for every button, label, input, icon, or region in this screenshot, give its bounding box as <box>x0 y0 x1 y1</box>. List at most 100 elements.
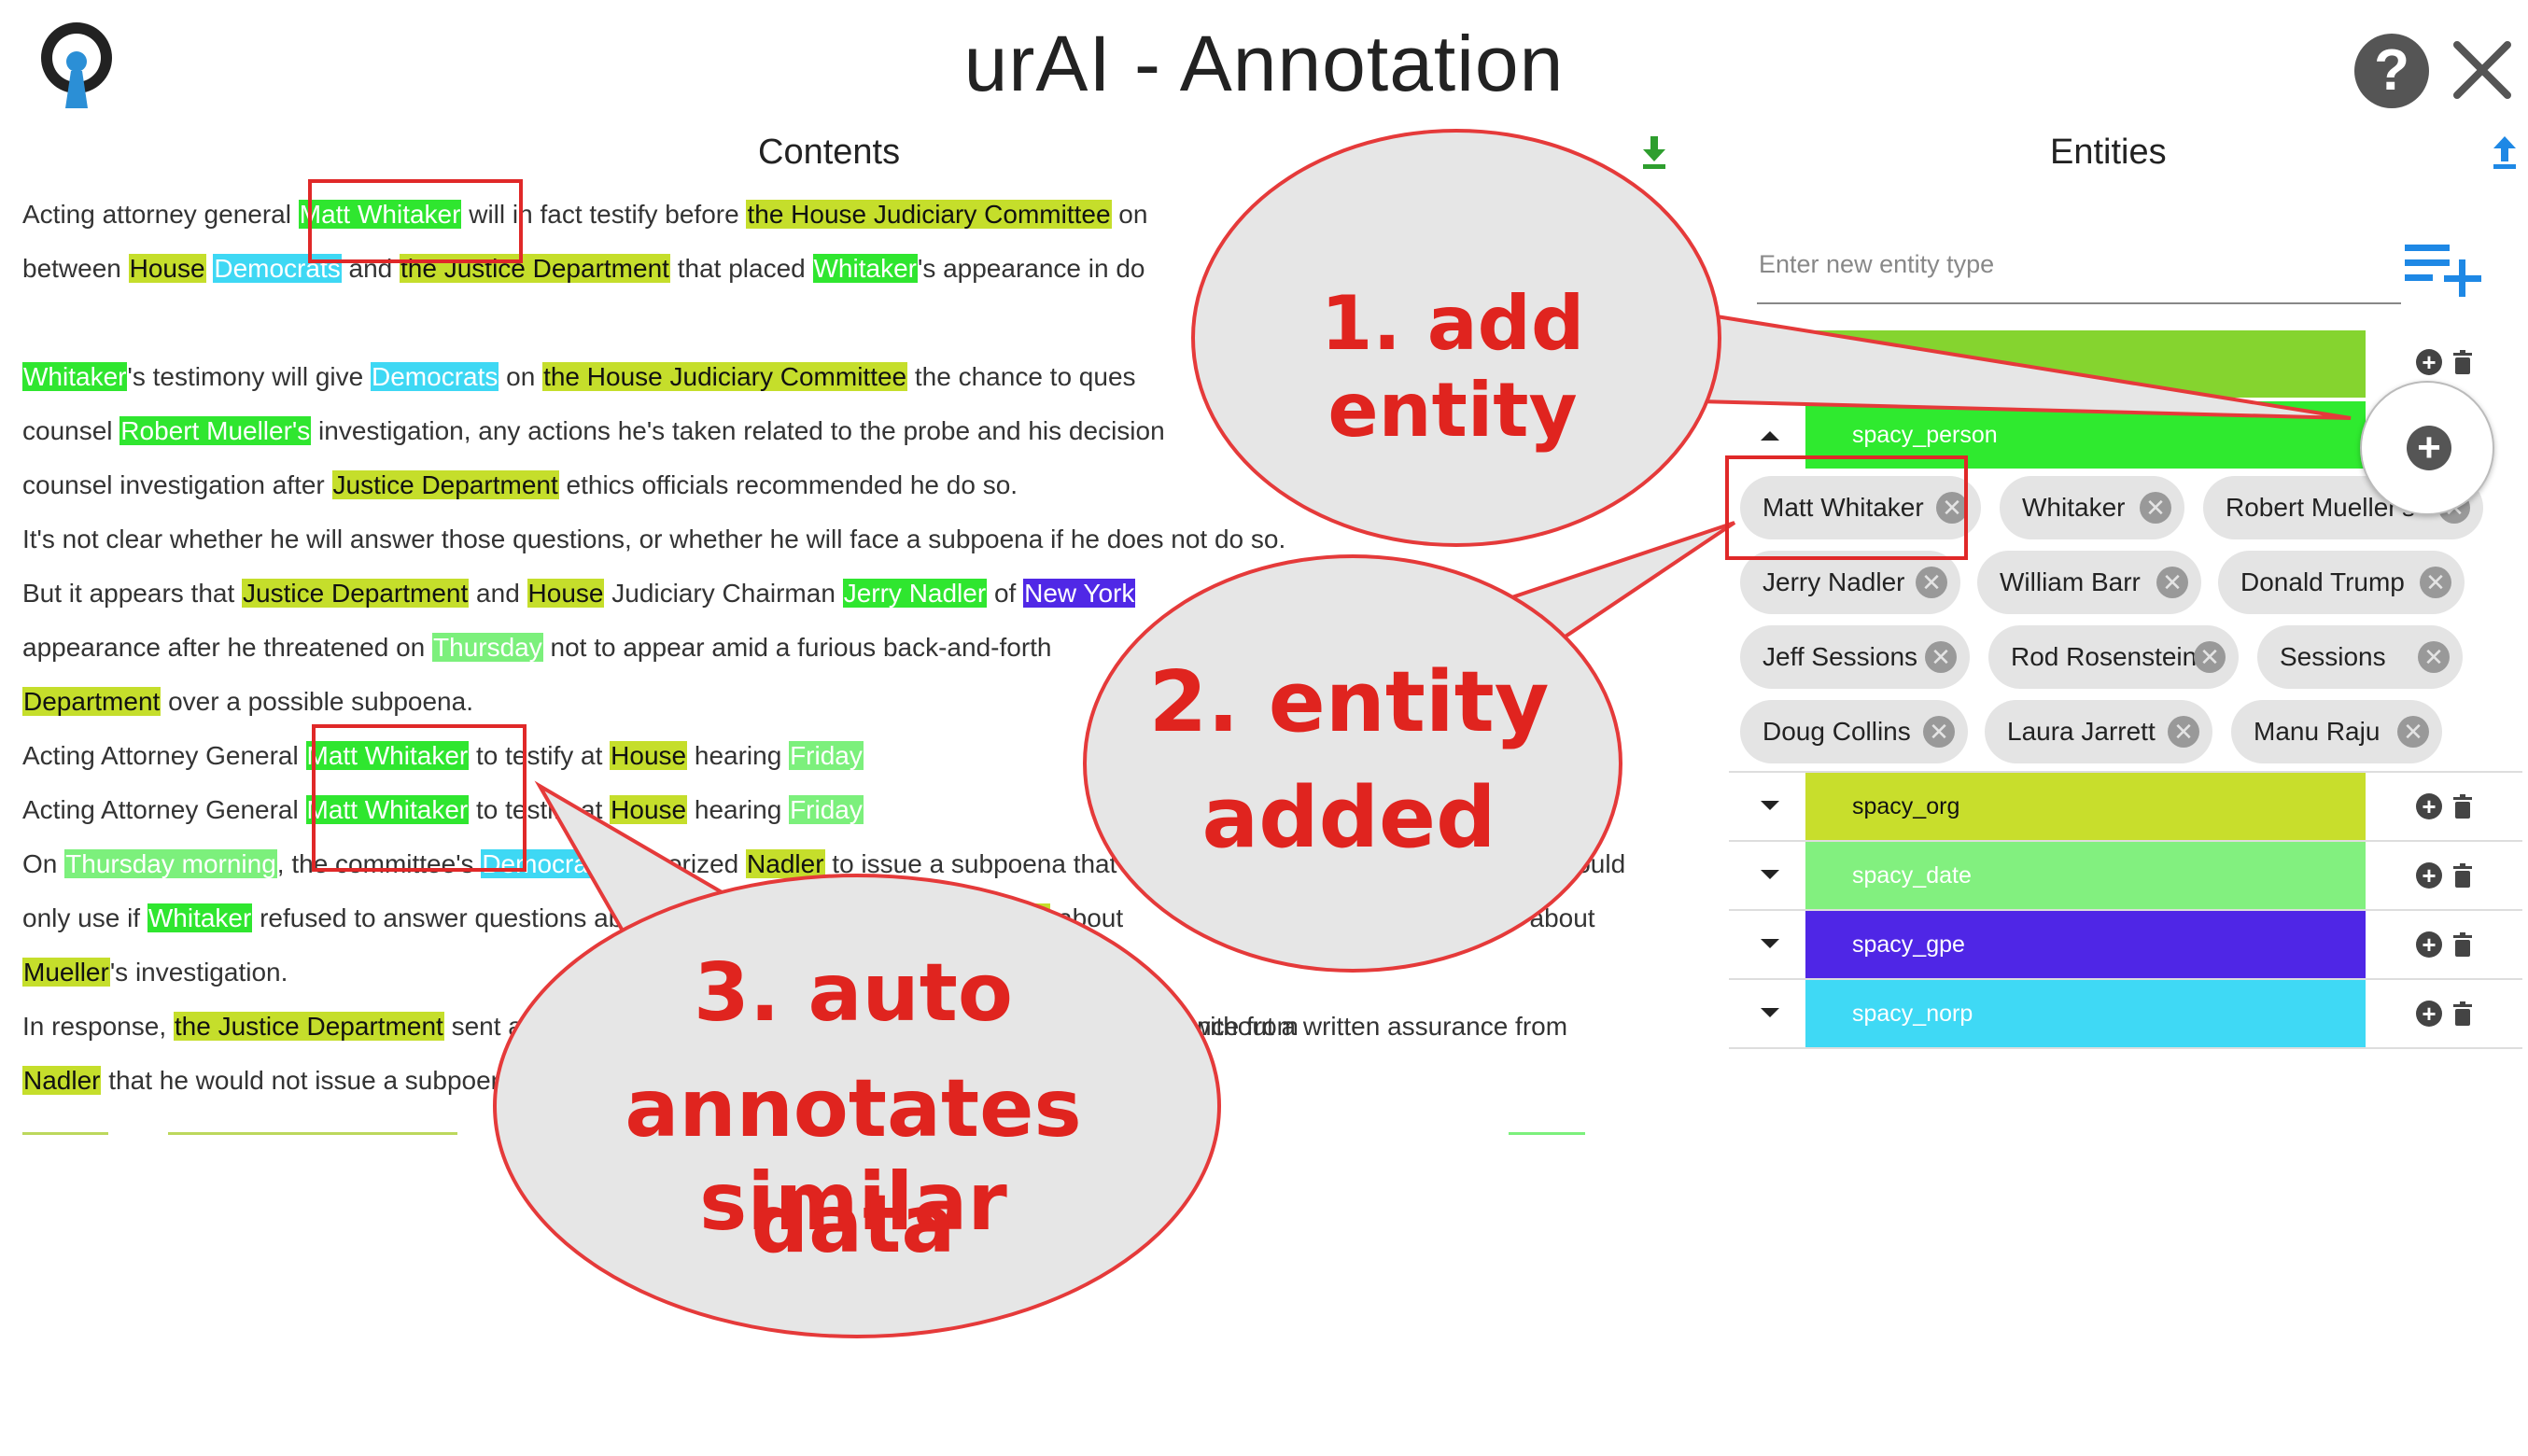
chip-remove-icon[interactable]: ✕ <box>2397 716 2429 748</box>
document-text: only use if <box>22 903 147 932</box>
document-text: appearance after he threatened on <box>22 633 433 662</box>
add-circle-icon[interactable]: + <box>2416 862 2442 889</box>
entity-highlight-org[interactable]: the House Judiciary Committee <box>746 200 1112 229</box>
document-line[interactable]: But it appears that Justice Department a… <box>22 575 1136 612</box>
entity-chip[interactable]: Jerry Nadler✕ <box>1740 551 1960 614</box>
entities-heading: Entities <box>2050 133 2167 172</box>
entity-highlight-org[interactable]: House <box>610 795 688 824</box>
upload-icon[interactable] <box>2491 136 2519 170</box>
chip-remove-icon[interactable]: ✕ <box>2418 641 2450 673</box>
chip-remove-icon[interactable]: ✕ <box>2140 492 2171 524</box>
entity-highlight-date[interactable]: Thursday <box>432 633 543 662</box>
entity-chip[interactable]: Manu Raju✕ <box>2231 700 2442 763</box>
entity-type-bar-spacy-date[interactable]: spacy_date <box>1805 842 2366 909</box>
entity-type-bar-spacy-gpe[interactable]: spacy_gpe <box>1805 911 2366 978</box>
close-icon[interactable] <box>2450 37 2515 103</box>
add-circle-icon[interactable]: + <box>2416 349 2442 375</box>
chip-remove-icon[interactable]: ✕ <box>1925 641 1957 673</box>
entity-highlight-org[interactable]: House <box>610 741 688 770</box>
caret-down-icon[interactable] <box>1757 866 1783 885</box>
document-text: In response, <box>22 1012 174 1041</box>
entity-chip[interactable]: Matt Whitaker✕ <box>1740 476 1981 539</box>
entity-highlight-org[interactable]: Nadler <box>746 849 825 878</box>
document-line[interactable]: It's not clear whether he will answer th… <box>22 521 1285 558</box>
entity-highlight-per[interactable]: Whitaker <box>22 362 128 391</box>
callout-text-3b: annotates similar <box>625 1062 1082 1249</box>
entity-highlight-org[interactable]: the Justice Department <box>173 1012 444 1041</box>
add-circle-icon[interactable]: + <box>2416 931 2442 958</box>
add-entity-type-icon[interactable] <box>2405 239 2483 299</box>
entity-highlight-date[interactable]: Thursday morning <box>64 849 277 878</box>
entity-chip[interactable]: William Barr✕ <box>1977 551 2201 614</box>
add-circle-icon[interactable]: + <box>2416 793 2442 819</box>
trash-icon[interactable] <box>2453 1001 2472 1026</box>
entity-type-bar-new[interactable] <box>1805 330 2366 398</box>
entity-highlight-per[interactable]: Matt Whitaker <box>305 741 470 770</box>
entity-chip[interactable]: Sessions✕ <box>2257 625 2463 689</box>
caret-up-icon[interactable] <box>1757 426 1783 444</box>
entity-chip[interactable]: Whitaker✕ <box>2000 476 2184 539</box>
entity-highlight-org[interactable]: House <box>527 579 605 608</box>
caret-down-icon[interactable] <box>1757 935 1783 954</box>
entity-highlight-gpe[interactable]: New York <box>1023 579 1136 608</box>
document-line[interactable]: Department over a possible subpoena. <box>22 683 473 721</box>
document-line[interactable]: between House Democrats and the Justice … <box>22 250 1145 287</box>
entity-chip[interactable]: Donald Trump✕ <box>2218 551 2465 614</box>
entity-highlight-per[interactable]: Robert Mueller's <box>119 416 312 445</box>
add-circle-icon[interactable]: + <box>2416 1001 2442 1027</box>
document-line[interactable]: Nadler that he would not issue a subpoen… <box>22 1062 527 1099</box>
entity-highlight-org[interactable]: Mueller <box>22 958 110 987</box>
trash-icon[interactable] <box>2453 863 2472 888</box>
entity-highlight-per[interactable]: Matt Whitaker <box>305 795 470 824</box>
trash-icon[interactable] <box>2453 350 2472 374</box>
entity-type-bar-spacy-org[interactable]: spacy_org <box>1805 773 2366 840</box>
trash-icon[interactable] <box>2453 932 2472 957</box>
add-circle-icon[interactable]: + <box>2407 426 2451 470</box>
chip-remove-icon[interactable]: ✕ <box>1923 716 1955 748</box>
entity-highlight-date[interactable]: Friday <box>789 795 864 824</box>
entity-highlight-per[interactable]: Whitaker <box>147 903 253 932</box>
document-line[interactable]: Acting Attorney General Matt Whitaker to… <box>22 737 864 775</box>
chip-remove-icon[interactable]: ✕ <box>2194 641 2226 673</box>
entity-chip[interactable]: Laura Jarrett✕ <box>1985 700 2212 763</box>
document-line[interactable]: appearance after he threatened on Thursd… <box>22 629 1052 666</box>
entity-chip[interactable]: Doug Collins✕ <box>1740 700 1968 763</box>
caret-down-icon[interactable] <box>1757 797 1783 816</box>
document-line[interactable]: Acting attorney general Matt Whitaker wi… <box>22 196 1147 233</box>
zoom-callout: + <box>2360 381 2494 515</box>
entity-highlight-date[interactable]: Friday <box>789 741 864 770</box>
trash-icon[interactable] <box>2453 794 2472 819</box>
help-icon[interactable]: ? <box>2354 34 2429 108</box>
entity-highlight-per[interactable]: Jerry Nadler <box>842 579 988 608</box>
entity-highlight-org[interactable]: Department <box>22 687 162 716</box>
download-icon[interactable] <box>1640 136 1668 170</box>
entity-type-input[interactable] <box>1757 235 2405 293</box>
document-line[interactable]: counsel Robert Mueller's investigation, … <box>22 413 1165 450</box>
entity-highlight-norp[interactable]: Democrats <box>371 362 499 391</box>
entity-highlight-per[interactable]: Matt Whitaker <box>298 200 462 229</box>
entity-highlight-org[interactable]: Nadler <box>22 1066 102 1095</box>
document-line[interactable]: Whitaker's testimony will give Democrats… <box>22 358 1136 396</box>
entity-highlight-org[interactable]: the Justice Department <box>400 254 670 283</box>
document-line[interactable]: counsel investigation after Justice Depa… <box>22 467 1018 504</box>
chip-remove-icon[interactable]: ✕ <box>2420 567 2451 598</box>
document-text: the chance to ques <box>907 362 1136 391</box>
chip-remove-icon[interactable]: ✕ <box>1936 492 1968 524</box>
entity-highlight-org[interactable]: Justice Department <box>242 579 470 608</box>
chip-remove-icon[interactable]: ✕ <box>2168 716 2199 748</box>
entity-type-bar-spacy-norp[interactable]: spacy_norp <box>1805 980 2366 1047</box>
chip-remove-icon[interactable]: ✕ <box>1916 567 1947 598</box>
entity-chip[interactable]: Jeff Sessions✕ <box>1740 625 1970 689</box>
document-line[interactable]: Mueller's investigation. <box>22 954 288 991</box>
document-text: But it appears that <box>22 579 243 608</box>
highlight-box <box>1725 455 1968 560</box>
entity-highlight-per[interactable]: Whitaker <box>812 254 918 283</box>
chip-remove-icon[interactable]: ✕ <box>2156 567 2188 598</box>
contents-heading: Contents <box>758 133 901 172</box>
entity-highlight-org[interactable]: Justice Department <box>331 470 559 499</box>
caret-down-icon[interactable] <box>1757 1004 1783 1023</box>
entity-highlight-norp[interactable]: Democrats <box>213 254 342 283</box>
entity-chip[interactable]: Rod Rosenstein✕ <box>1988 625 2239 689</box>
entity-highlight-org[interactable]: the House Judiciary Committee <box>542 362 908 391</box>
entity-highlight-org[interactable]: House <box>128 254 206 283</box>
